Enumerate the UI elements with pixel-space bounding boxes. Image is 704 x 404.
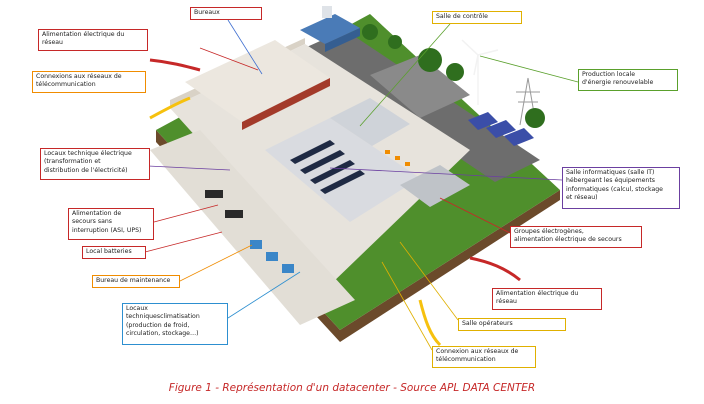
label-local-batteries: Local batteries [82, 246, 146, 259]
label-production-locale: Production locale d'énergie renouvelable [578, 69, 678, 91]
label-alimentation-reseau-top: Alimentation électrique du réseau [38, 29, 148, 51]
technical-rooms [150, 130, 355, 325]
trees [362, 24, 545, 128]
label-groupes-electrogenes: Groupes électrogènes, alimentation élect… [510, 226, 642, 248]
label-salle-controle: Salle de contrôle [432, 11, 522, 24]
solar-panels [468, 112, 534, 146]
cooling-units [250, 240, 294, 273]
server-racks [290, 140, 365, 194]
parking-lot [370, 55, 470, 118]
label-salle-operateurs: Salle opérateurs [458, 318, 566, 331]
label-bureaux: Bureaux [190, 7, 262, 20]
rooftop-containers [300, 6, 360, 52]
label-locaux-climatisation: Locaux techniquesclimatisation (producti… [122, 303, 228, 345]
control-room [330, 98, 410, 146]
ups-batteries [205, 190, 243, 218]
leader-lines [144, 19, 579, 351]
figure-caption: Figure 1 - Représentation d'un datacente… [168, 382, 536, 394]
label-bureau-maintenance: Bureau de maintenance [92, 275, 180, 288]
label-locaux-technique-electrique: Locaux technique électrique (transformat… [40, 148, 150, 180]
office-red-wall [242, 78, 330, 130]
label-alimentation-secours: Alimentation de secours sans interruptio… [68, 208, 154, 240]
label-connexions-telecom-left: Connexions aux réseaux de télécommunicat… [32, 71, 146, 93]
wind-turbine [461, 39, 499, 105]
office-zone [185, 40, 330, 122]
external-arrows [149, 58, 521, 347]
label-connexion-telecom-bottom: Connexion aux réseaux de télécommunicati… [432, 346, 536, 368]
operator-chairs [385, 150, 410, 166]
label-alimentation-reseau-bottom: Alimentation électrique du réseau [492, 288, 602, 310]
label-salle-informatique: Salle informatiques (salle IT) hébergean… [562, 167, 680, 209]
generator-annex [400, 165, 470, 207]
